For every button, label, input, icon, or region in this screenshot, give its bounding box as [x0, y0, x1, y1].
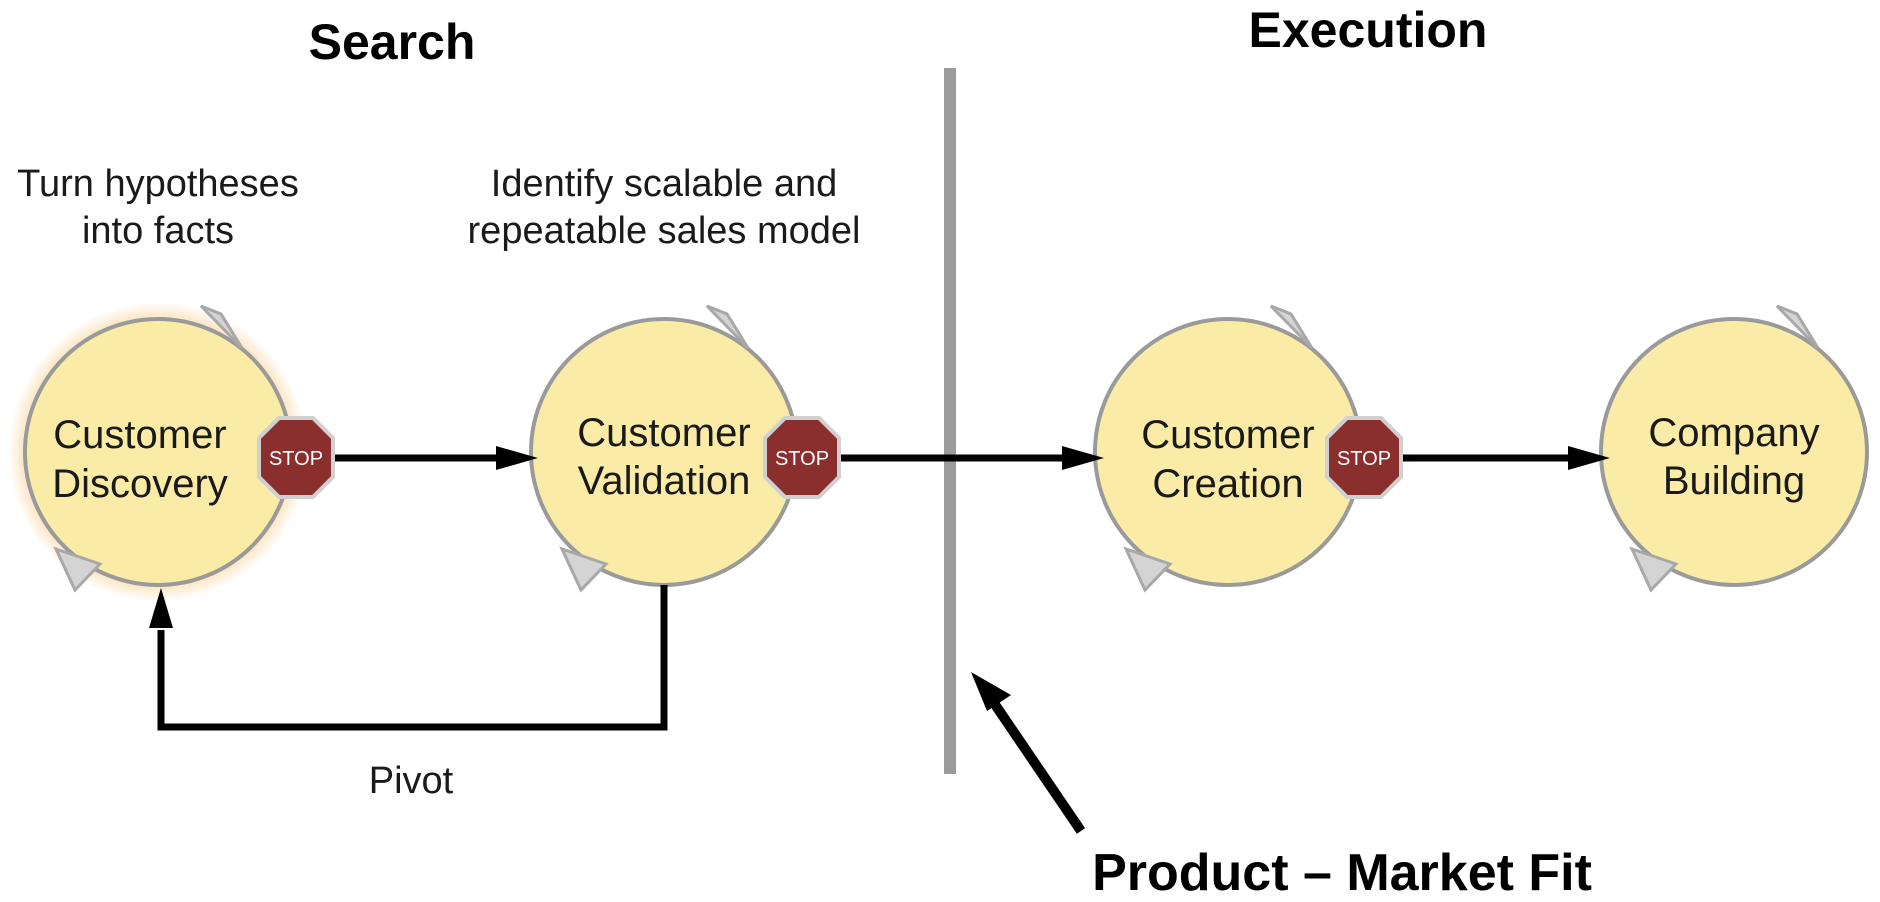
step-label-line-1: Customer	[53, 413, 226, 457]
phase-divider	[944, 68, 956, 774]
validation-note-line-2: repeatable sales model	[468, 210, 861, 252]
stop-sign-label: STOP	[1337, 448, 1391, 470]
step-label-line-1: Customer	[577, 411, 750, 455]
search-heading: Search	[309, 14, 476, 70]
step-customer-creation: Customer Creation	[1093, 304, 1363, 593]
cycle-arrowhead-icon	[1775, 304, 1820, 350]
arrow-creation-to-building	[1400, 446, 1610, 470]
arrow-head-icon	[496, 446, 538, 470]
step-label-line-1: Customer	[1141, 413, 1314, 457]
step-label-line-2: Validation	[578, 459, 751, 503]
cycle-arrowhead-icon	[1629, 546, 1679, 593]
step-circle	[1599, 317, 1869, 587]
step-customer-discovery: Customer Discovery	[23, 304, 293, 593]
arrow-validation-to-creation	[838, 446, 1104, 470]
cycle-arrowhead-icon	[1123, 546, 1173, 593]
step-label-line-2: Creation	[1152, 462, 1303, 506]
arrow-head-icon	[1062, 446, 1104, 470]
arrow-head-icon	[149, 588, 173, 628]
pivot-label: Pivot	[369, 760, 454, 802]
pivot-loop-arrow	[149, 585, 668, 731]
cycle-arrowhead-icon	[559, 546, 609, 593]
step-company-building: Company Building	[1599, 304, 1869, 593]
stop-sign-icon: STOP	[1325, 416, 1403, 499]
step-customer-validation: Customer Validation	[529, 304, 799, 593]
stop-sign-icon: STOP	[763, 416, 841, 499]
step-label-line-1: Company	[1648, 411, 1819, 455]
step-label-line-2: Discovery	[52, 462, 228, 506]
cycle-arrowhead-icon	[199, 304, 244, 350]
cycle-arrowhead-icon	[53, 546, 103, 593]
discovery-note-line-2: into facts	[82, 210, 234, 252]
stop-sign-label: STOP	[775, 448, 829, 470]
product-market-fit-label: Product – Market Fit	[1092, 844, 1592, 902]
arrow-head-icon	[971, 672, 1011, 711]
cycle-arrowhead-icon	[705, 304, 750, 350]
discovery-note-line-1: Turn hypotheses	[17, 163, 299, 205]
execution-heading: Execution	[1249, 2, 1488, 58]
cycle-arrowhead-icon	[1269, 304, 1314, 350]
arrow-discovery-to-validation	[330, 446, 538, 470]
stop-sign-label: STOP	[269, 448, 323, 470]
product-market-fit-pointer	[971, 672, 1086, 834]
validation-note-line-1: Identify scalable and	[491, 163, 837, 205]
arrow-head-icon	[1568, 446, 1610, 470]
stop-sign-icon: STOP	[257, 416, 335, 499]
step-label-line-2: Building	[1663, 459, 1805, 503]
